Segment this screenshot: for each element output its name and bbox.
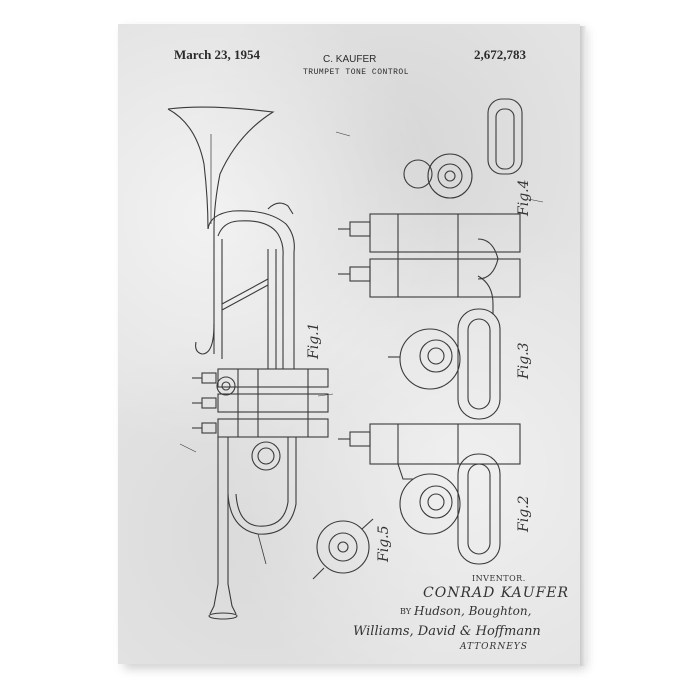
- fig4-drawing: [338, 98, 523, 314]
- fig2-label: Fig.2: [516, 495, 532, 532]
- inventor-label: INVENTOR.: [472, 574, 526, 583]
- patent-number: 2,672,783: [474, 47, 526, 62]
- patent-drawing: [167, 98, 544, 620]
- attorneys-line-1: Hudson, Boughton,: [414, 604, 532, 618]
- fig4-label: Fig.4: [516, 179, 532, 216]
- attorneys-role: ATTORNEYS: [460, 642, 528, 652]
- fig3-drawing: [388, 308, 501, 420]
- fig5-label: Fig.5: [376, 525, 392, 562]
- fig2-drawing: [338, 423, 521, 565]
- trumpet-figure: [167, 106, 329, 620]
- fig5-drawing: [312, 518, 374, 580]
- patent-canvas-print: March 23, 1954 C. KAUFER 2,672,783 TRUMP…: [118, 24, 580, 664]
- patent-inventor-header: C. KAUFER: [323, 54, 377, 65]
- by-label: BY: [400, 607, 412, 616]
- attorneys-line-2: Williams, David & Hoffmann: [353, 624, 541, 639]
- patent-date: March 23, 1954: [174, 47, 261, 62]
- reference-leaders: [179, 131, 544, 453]
- fig1-label: Fig.1: [306, 322, 322, 359]
- patent-subtitle: TRUMPET TONE CONTROL: [303, 68, 410, 77]
- inventor-signature-name: CONRAD KAUFER: [423, 585, 570, 601]
- canvas-edge: [580, 26, 586, 666]
- fig3-label: Fig.3: [516, 342, 532, 379]
